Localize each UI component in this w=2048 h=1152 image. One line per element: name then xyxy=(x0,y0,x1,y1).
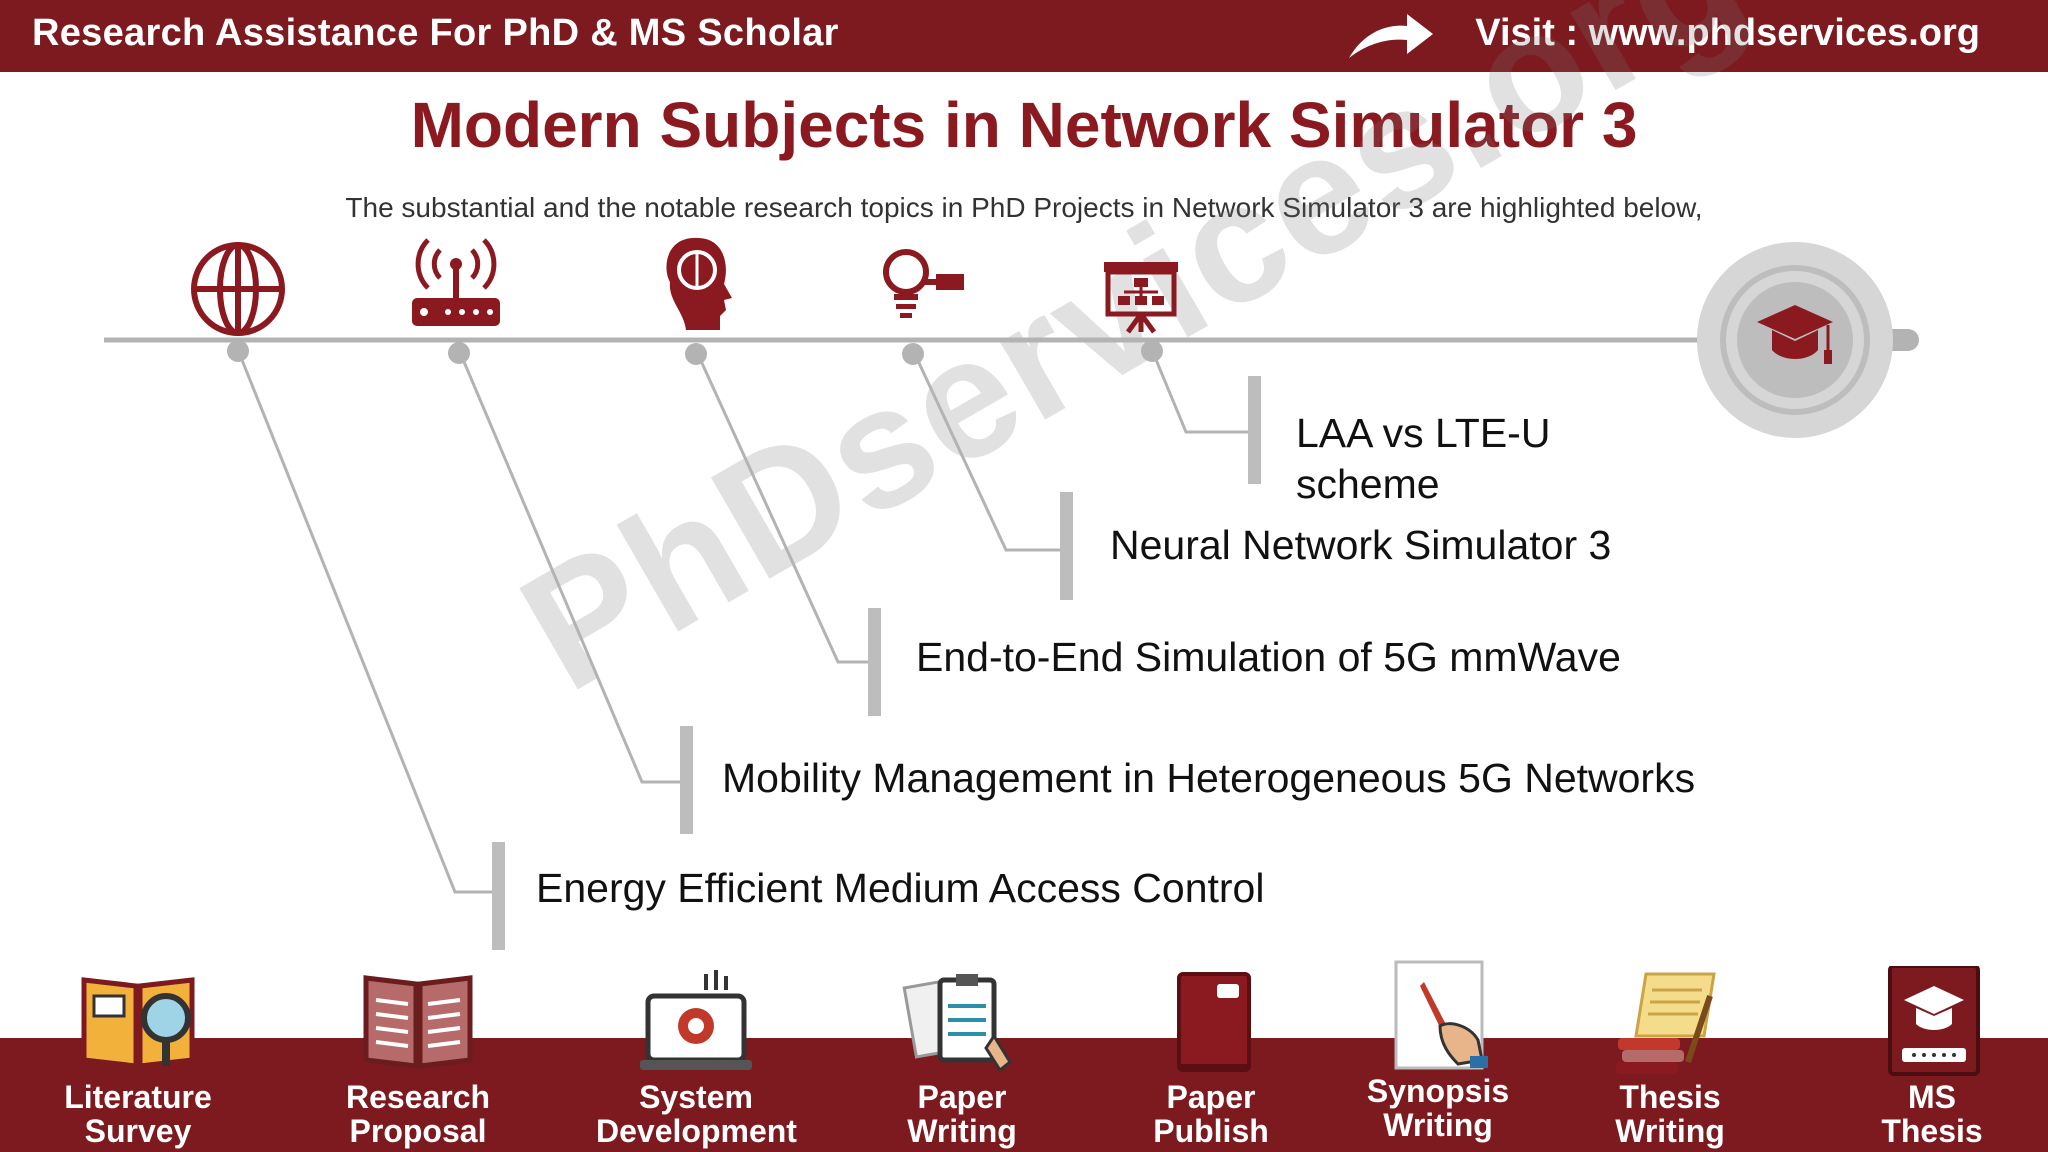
page-subtitle: The substantial and the notable research… xyxy=(345,192,1703,223)
services-bar xyxy=(0,1038,2048,1152)
computer-gear-icon xyxy=(640,970,752,1070)
service-label: System xyxy=(639,1079,753,1115)
wifi-router-icon xyxy=(412,258,500,326)
service-label: Research xyxy=(345,1079,491,1115)
connector-3 xyxy=(694,349,868,664)
connector-4 xyxy=(457,349,680,784)
topic-bar-1 xyxy=(1248,376,1261,484)
service-system-development[interactable]: System Development xyxy=(596,966,797,1149)
topic-bar-4 xyxy=(680,726,693,834)
connector-1 xyxy=(1150,349,1248,434)
topic-item: Neural Network Simulator 3 xyxy=(1110,520,1611,571)
service-label: Publish xyxy=(1153,1113,1269,1149)
hand-pen-icon xyxy=(1394,960,1488,1070)
service-label: Writing xyxy=(1615,1113,1725,1149)
topic-bar-3 xyxy=(868,608,881,716)
clipboard-writing-icon xyxy=(902,974,1012,1073)
topic-bar-2 xyxy=(1060,492,1073,600)
service-paper-publish[interactable]: Paper Publish xyxy=(1111,966,1311,1148)
service-paper-writing[interactable]: Paper Writing xyxy=(862,966,1062,1148)
topic-label: Energy Efficient Medium Access Control xyxy=(536,865,1265,911)
service-research-proposal[interactable]: Research Proposal xyxy=(318,966,518,1148)
topic-label: LAA vs LTE-U xyxy=(1296,410,1551,456)
timeline-dot-1 xyxy=(227,340,249,362)
timeline-dot-2 xyxy=(448,342,470,364)
thesis-book-icon xyxy=(1888,966,1980,1076)
topic-label: Neural Network Simulator 3 xyxy=(1110,522,1612,568)
service-label: Literature xyxy=(64,1079,212,1115)
service-ms-thesis[interactable]: MS Thesis xyxy=(1832,966,2032,1148)
topic-item: LAA vs LTE-U scheme xyxy=(1296,408,1550,511)
service-label: Paper xyxy=(917,1079,1007,1115)
service-label: Thesis xyxy=(1881,1113,1983,1149)
service-synopsis-writing[interactable]: Synopsis Writing xyxy=(1338,960,1538,1142)
timeline-dot-3 xyxy=(685,343,707,365)
visit-link[interactable]: Visit : www.phdservices.org xyxy=(1475,12,1980,54)
topic-label: End-to-End Simulation of 5G mmWave xyxy=(916,634,1621,680)
service-label: Development xyxy=(596,1113,797,1149)
presentation-board-icon xyxy=(1104,262,1178,334)
timeline-dot-5 xyxy=(1141,340,1163,362)
wifi-waves xyxy=(415,238,497,290)
service-label: Synopsis xyxy=(1366,1073,1510,1109)
service-literature-survey[interactable]: Literature Survey xyxy=(38,966,238,1148)
service-label: Writing xyxy=(1383,1107,1493,1143)
page-title: Modern Subjects in Network Simulator 3 xyxy=(410,89,1638,161)
graduation-cap-icon xyxy=(1697,242,1893,438)
service-thesis-writing[interactable]: Thesis Writing xyxy=(1570,966,1770,1148)
topic-item: Mobility Management in Heterogeneous 5G … xyxy=(722,753,1695,804)
globe-icon xyxy=(191,242,285,336)
service-label: Paper xyxy=(1166,1079,1256,1115)
topic-label: Mobility Management in Heterogeneous 5G … xyxy=(722,755,1696,801)
topic-item: Energy Efficient Medium Access Control xyxy=(536,863,1264,914)
forward-arrow-icon xyxy=(1349,14,1433,58)
scroll-books-icon xyxy=(1616,972,1716,1074)
service-label: Survey xyxy=(84,1113,192,1149)
connector-2 xyxy=(911,349,1060,552)
lightbulb-key-icon xyxy=(883,249,964,318)
book-magnifier-icon xyxy=(81,977,195,1069)
service-label: MS xyxy=(1908,1079,1956,1115)
service-label: Thesis xyxy=(1619,1079,1721,1115)
service-label: Writing xyxy=(907,1113,1017,1149)
timeline-dot-4 xyxy=(902,343,924,365)
brain-head-icon xyxy=(666,237,732,330)
topic-label: scheme xyxy=(1296,461,1440,508)
topic-bar-5 xyxy=(492,842,505,950)
connector-5 xyxy=(236,349,492,894)
journal-icon xyxy=(1177,972,1251,1072)
service-label: Proposal xyxy=(349,1113,487,1149)
topic-item: End-to-End Simulation of 5G mmWave xyxy=(916,632,1621,683)
header-bar: Research Assistance For PhD & MS Scholar… xyxy=(0,0,2048,72)
open-book-icon xyxy=(363,975,473,1069)
brand-title: Research Assistance For PhD & MS Scholar xyxy=(32,12,839,54)
